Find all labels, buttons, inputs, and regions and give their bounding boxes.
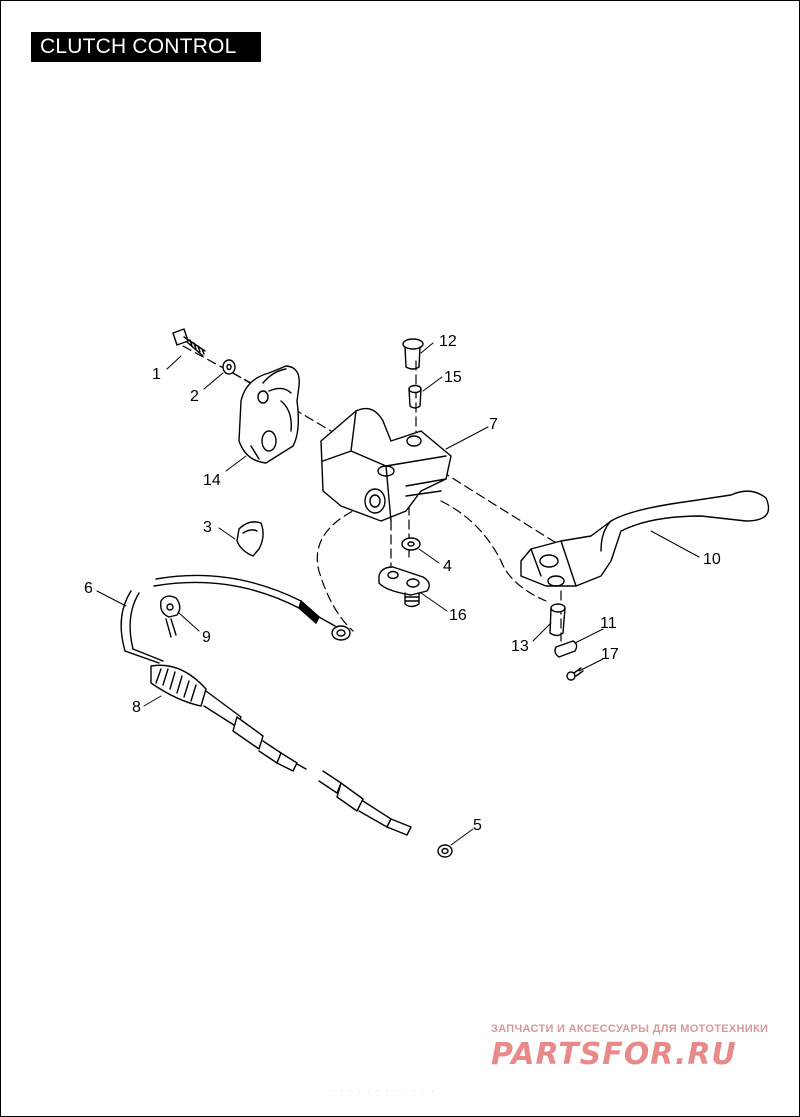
leader-lines [96, 342, 700, 846]
callout-4: 4 [443, 558, 452, 575]
callout-17: 17 [601, 646, 619, 663]
page-title: CLUTCH CONTROL [31, 32, 261, 62]
cable-assembly-part-8 [120, 590, 412, 836]
callout-6: 6 [84, 580, 93, 597]
callout-8: 8 [132, 699, 141, 716]
cable-clamp-part-9 [159, 595, 181, 638]
pivot-pin-part-13 [549, 603, 566, 637]
inner-cable-part-6 [153, 574, 351, 641]
callout-labels: 1 2 3 4 5 6 7 8 9 10 11 12 13 14 15 16 1… [84, 333, 721, 834]
washer-part-4 [401, 537, 421, 551]
callout-14: 14 [203, 472, 221, 489]
washer-part-2 [222, 359, 236, 375]
housing-part-7 [320, 407, 452, 522]
clip-part-3 [236, 521, 264, 557]
callout-2: 2 [190, 388, 199, 405]
callout-11: 11 [600, 615, 617, 632]
plate-part-16 [378, 566, 430, 608]
bushing-part-15 [408, 384, 422, 409]
screw-part-17 [566, 667, 584, 681]
callout-16: 16 [449, 607, 467, 624]
callout-13: 13 [511, 638, 529, 655]
lever-part-10 [520, 490, 770, 587]
callout-15: 15 [444, 369, 462, 386]
callout-3: 3 [203, 519, 212, 536]
pin-part-11 [554, 640, 578, 658]
pin-part-12 [402, 338, 424, 370]
footer-faint-marks: · · · · · · · · · · · · [331, 1087, 436, 1096]
callout-1: 1 [152, 366, 161, 383]
watermark-subtitle: ЗАПЧАСТИ И АКСЕССУАРЫ ДЛЯ МОТОТЕХНИКИ [491, 1023, 769, 1035]
callout-5: 5 [473, 817, 482, 834]
watermark-logo: PARTSFOR.RU [491, 1037, 737, 1070]
washer-part-5 [437, 844, 453, 858]
callout-12: 12 [439, 333, 457, 350]
bolt-part-1 [172, 328, 206, 357]
callout-10: 10 [703, 551, 721, 568]
callout-7: 7 [489, 416, 498, 433]
clamp-part-14 [238, 365, 300, 464]
watermark-logo-text: PARTSFOR.RU [491, 1037, 737, 1070]
callout-9: 9 [202, 629, 211, 646]
